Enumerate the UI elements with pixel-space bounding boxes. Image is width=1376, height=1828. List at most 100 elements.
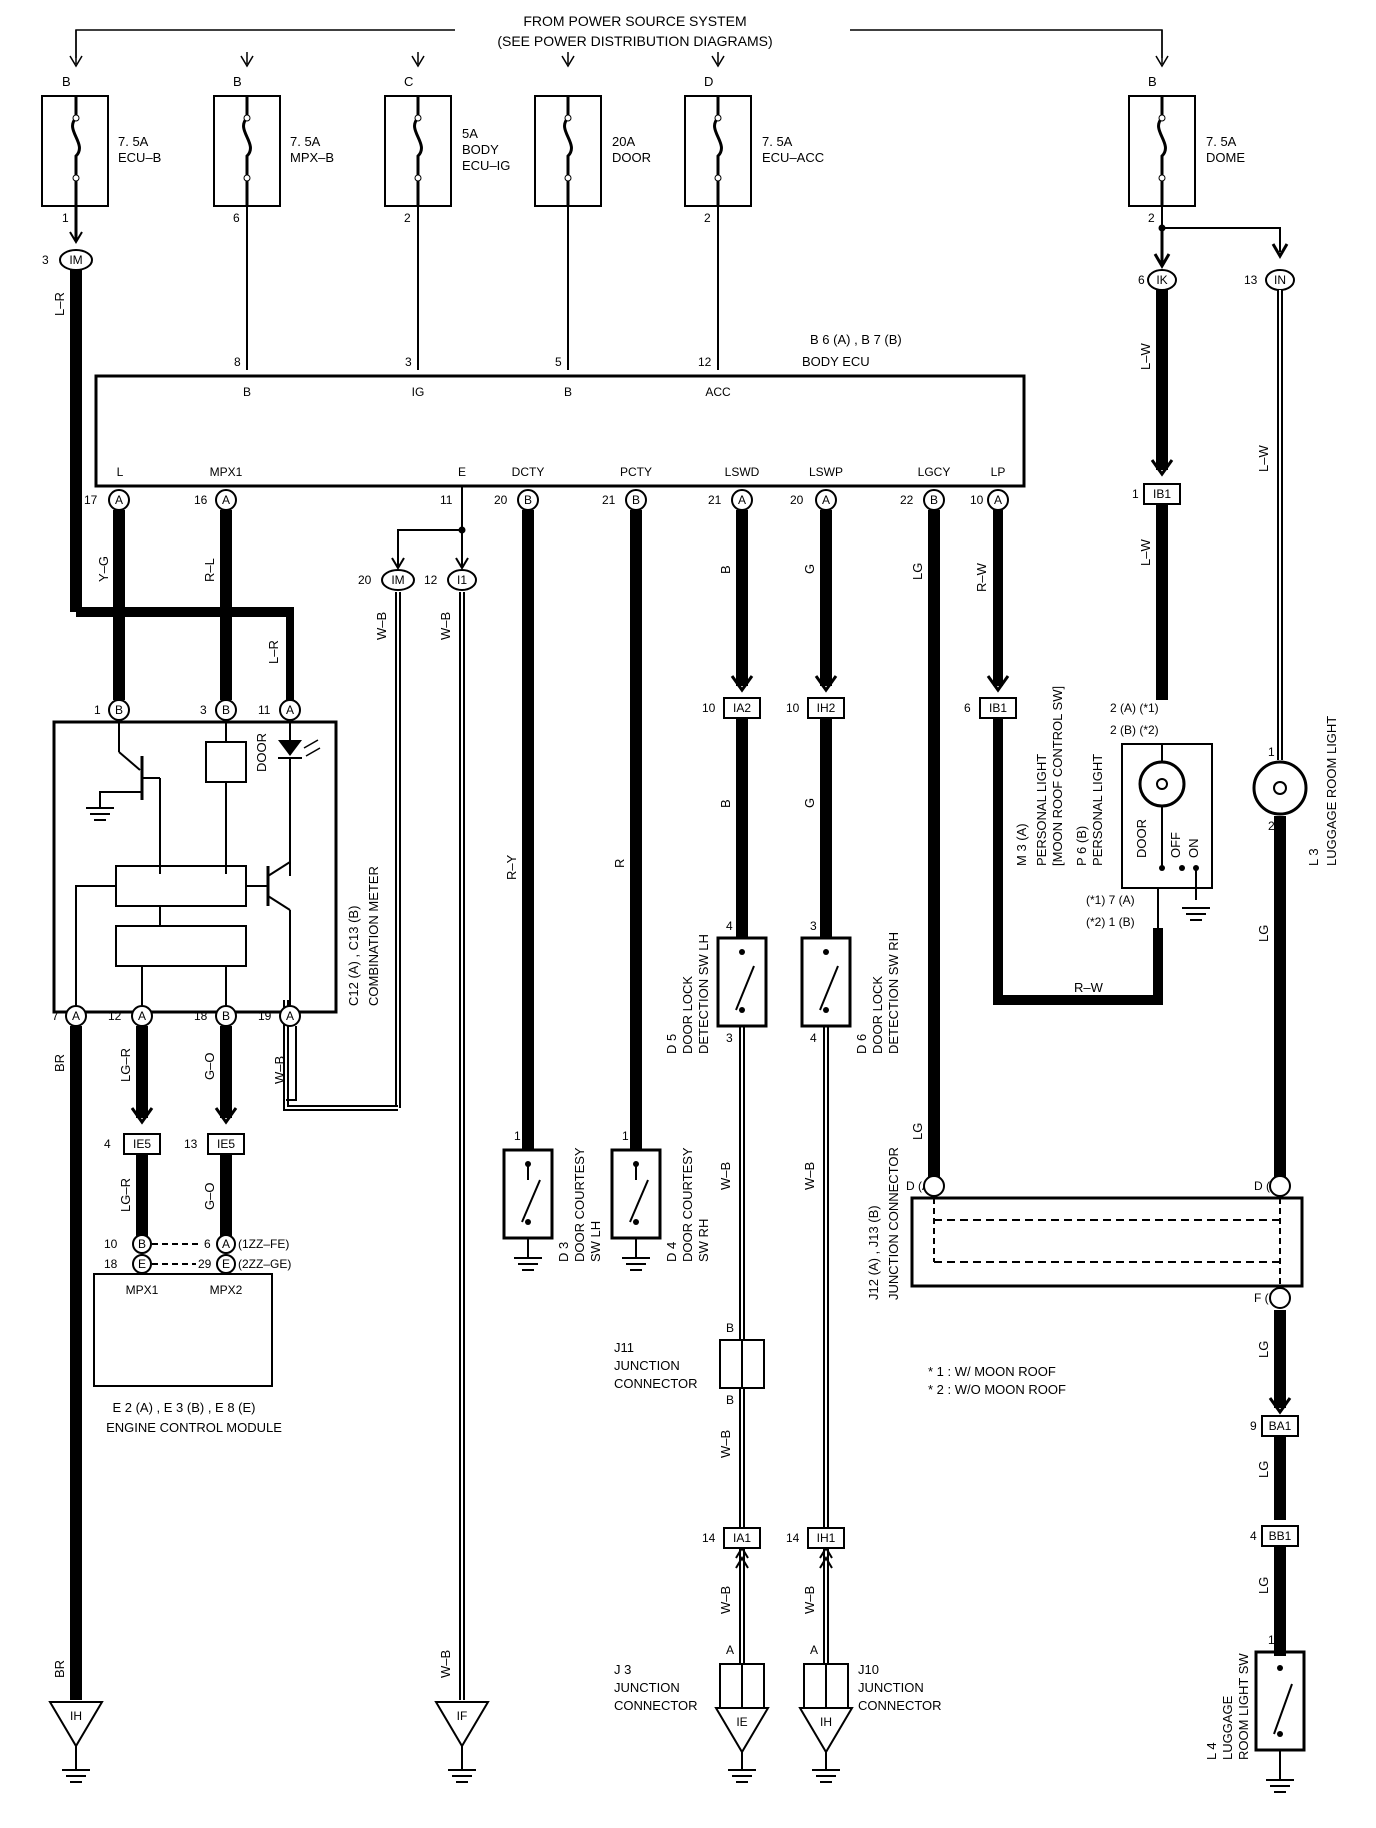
fuse-src: B — [1148, 74, 1157, 89]
svg-text:B: B — [726, 1321, 734, 1335]
switch-l4: 1 L 4 LUGGAGE ROOM LIGHT SW — [1204, 1633, 1306, 1793]
wire-label-lg5: LG — [1256, 1461, 1271, 1478]
switch-code: D 5 — [664, 1034, 679, 1054]
wire-label-rw-h: R–W — [1074, 980, 1104, 995]
ecu-bottom-pin-conn: B — [524, 493, 532, 507]
svg-text:7: 7 — [52, 1009, 59, 1023]
connector-pin: 4 — [104, 1137, 111, 1151]
fuse-src: B — [233, 74, 242, 89]
connector-pin: 14 — [702, 1531, 716, 1545]
body-ecu-label: BODY ECU — [802, 354, 870, 369]
svg-text:A: A — [286, 703, 294, 717]
luggage-light-pin: 2 — [1268, 819, 1275, 833]
ecm-pin-rc: E — [222, 1257, 230, 1271]
fuse-ecu-b: B 7. 5A ECU–B 1 — [41, 74, 161, 225]
connector-pin: 13 — [1244, 273, 1258, 287]
wire-label-b1: B — [718, 565, 733, 574]
personal-light-pin: (*2) 1 (B) — [1086, 915, 1135, 929]
connector-pin: 12 — [424, 573, 438, 587]
switch-d5: 4 3 D 5 DOOR LOCK DETECTION SW LH — [664, 919, 768, 1054]
pl-door: DOOR — [1134, 819, 1149, 858]
switch-name2: ROOM LIGHT SW — [1236, 1653, 1251, 1760]
luggage-room-light: 1 2 L 3 LUGGAGE ROOM LIGHT — [1252, 716, 1339, 866]
wire-label-go2: G–O — [202, 1183, 217, 1210]
j10-code: J10 — [858, 1662, 879, 1677]
switch-name1: DOOR COURTESY — [572, 1147, 587, 1262]
ecu-bottom-pin-name: LP — [991, 465, 1006, 479]
fuse-src: D — [704, 74, 713, 89]
j3-label2: CONNECTOR — [614, 1698, 698, 1713]
fuse-pin: 6 — [233, 211, 240, 225]
switch-d3: 1 D 3 DOOR COURTESY SW LH — [502, 1129, 603, 1271]
wire-label-wb7: W–B — [718, 1586, 733, 1614]
ecu-bottom-pin-num: 11 — [440, 493, 453, 507]
connector-im-top: 3 IM — [42, 249, 93, 271]
wire-label-lg4: LG — [1256, 1341, 1271, 1358]
meter-label: COMBINATION METER — [366, 866, 381, 1006]
ecu-bottom-pin-name: MPX1 — [210, 465, 243, 479]
fuse-name: ECU–B — [118, 150, 161, 165]
fuse-ecu-acc: D 7. 5A ECU–ACC 2 — [684, 74, 824, 225]
ecu-top-pin-name: ACC — [705, 385, 731, 399]
j10-label1: JUNCTION — [858, 1680, 924, 1695]
wire-labels: L–R Y–G R–L L–R W–B W–B R–Y R B G LG R–W… — [52, 292, 1271, 1678]
wire-label-lg3: LG — [910, 1123, 925, 1140]
ecu-top-pin-num: 5 — [555, 355, 562, 369]
fuse-mpx-b: B 7. 5A MPX–B 6 — [213, 74, 334, 225]
svg-text:A: A — [72, 1009, 80, 1023]
wire-label-b2: B — [718, 799, 733, 808]
connector-id: BB1 — [1269, 1529, 1292, 1543]
fuse-name: DOOR — [612, 150, 651, 165]
wire-label-wb5: W–B — [802, 1162, 817, 1190]
connector-id: IE5 — [217, 1137, 235, 1151]
ecu-bottom-pin-num: 22 — [900, 493, 914, 507]
pl-m3: M 3 (A) — [1014, 823, 1029, 866]
note-1: * 1 : W/ MOON ROOF — [928, 1364, 1056, 1379]
note-2: * 2 : W/O MOON ROOF — [928, 1382, 1066, 1397]
switch-pin: 1 — [1268, 1633, 1275, 1647]
ecu-top-pin-name: B — [243, 385, 251, 399]
wire-label-lg2: LG — [1256, 925, 1271, 942]
j3-label1: JUNCTION — [614, 1680, 680, 1695]
wire-label-rl: R–L — [202, 558, 217, 582]
pl-off: OFF — [1168, 832, 1183, 858]
pl-label2: [MOON ROOF CONTROL SW] — [1050, 686, 1065, 866]
wire-label-lw3: L–W — [1256, 445, 1271, 472]
ground-ie: IE — [714, 1707, 770, 1783]
fuse-body-ecu-ig: C 5A BODY ECU–IG 2 — [384, 74, 510, 225]
switch-name1: DOOR LOCK — [870, 976, 885, 1054]
fuse-to-ecu-wires — [69, 206, 1289, 370]
luggage-light-code: L 3 — [1306, 848, 1321, 866]
personal-light: 2 (A) (*1) 2 (B) (*2) DOOR OFF ON (*1) 7… — [1014, 686, 1213, 929]
ecm-pin-note: (1ZZ–FE) — [238, 1237, 289, 1251]
switch-name2: DETECTION SW RH — [886, 932, 901, 1054]
ecm-pin-rc: A — [222, 1237, 230, 1251]
engine-control-module: B 10 6 A (1ZZ–FE) E 18 29 E (2ZZ–GE) MPX… — [93, 1234, 291, 1435]
connector-ie5b: 13 IE5 — [184, 1133, 245, 1155]
connector-id: IA2 — [733, 701, 751, 715]
ground-label: IE — [736, 1715, 747, 1729]
switch-name1: DOOR COURTESY — [680, 1147, 695, 1262]
ecu-top-pin-num: 3 — [405, 355, 412, 369]
connector-ib1-top: 1 IB1 — [1132, 483, 1181, 505]
ecu-bottom-pin-name: L — [117, 465, 124, 479]
fuse-rating: 5A — [462, 126, 478, 141]
switch-name2: DETECTION SW LH — [696, 934, 711, 1054]
connector-pin: 6 — [1138, 273, 1145, 287]
connector-id: IK — [1156, 273, 1167, 287]
wire-label-wb2: W–B — [438, 612, 453, 640]
fuse-src: C — [404, 74, 413, 89]
switch-pin: 4 — [726, 919, 733, 933]
ground-ih-left: IH — [48, 1701, 104, 1783]
ecm-pin-left: 10 — [104, 1237, 118, 1251]
svg-text:A: A — [726, 1643, 734, 1657]
connector-pin: 3 — [42, 253, 49, 267]
switch-pin: 1 — [622, 1129, 629, 1143]
wire-label-lw1: L–W — [1138, 343, 1153, 370]
connector-id: IM — [391, 573, 404, 587]
connector-in: 13 IN — [1244, 269, 1295, 291]
connector-id: IM — [69, 253, 82, 267]
ecm-pin-right: 6 — [204, 1237, 211, 1251]
wire-label-lgr1: LG–R — [118, 1048, 133, 1082]
ecu-bottom-pins: 17 A 16 A 11 20 B 21 B 21 A 20 A 22 B 10… — [84, 489, 1009, 511]
